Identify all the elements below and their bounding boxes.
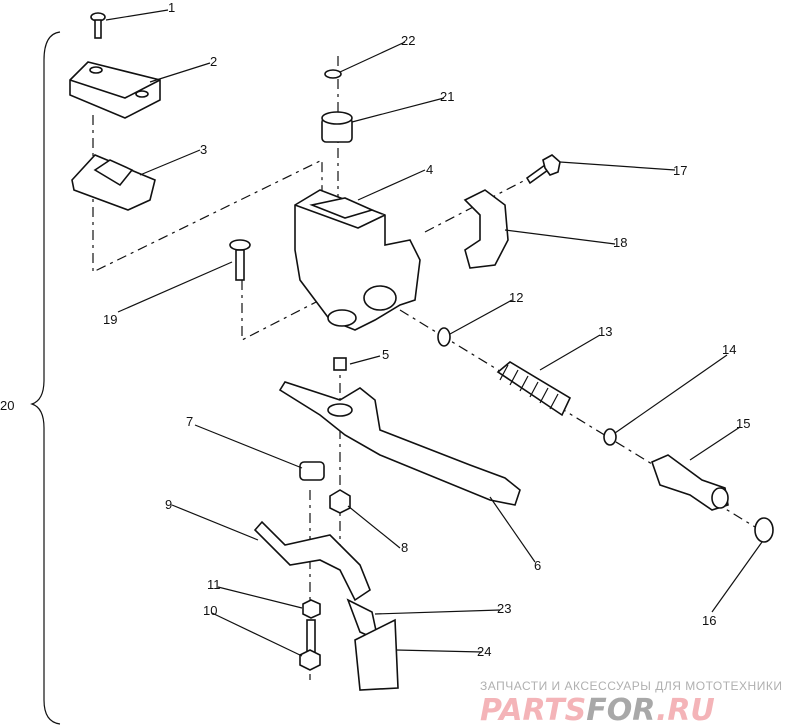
callout-15: 15 <box>736 416 750 431</box>
callout-6: 6 <box>534 558 541 573</box>
callout-11: 11 <box>207 577 221 592</box>
callout-21: 21 <box>440 89 454 104</box>
callout-3: 3 <box>200 142 207 157</box>
callout-1: 1 <box>168 0 175 15</box>
lever-pivot <box>327 403 353 417</box>
bolt-part-17 <box>525 154 561 185</box>
callout-20: 20 <box>0 398 14 413</box>
watermark-logo: PARTSFOR.RU <box>480 693 715 727</box>
screw-part-1 <box>90 12 106 39</box>
brake-lever-part-6 <box>278 381 521 506</box>
callout-8: 8 <box>401 540 408 555</box>
diaphragm-part-3 <box>71 154 156 211</box>
callout-16: 16 <box>702 613 716 628</box>
callout-23: 23 <box>497 601 511 616</box>
callout-2: 2 <box>210 54 217 69</box>
assembly-brace <box>30 31 61 725</box>
pin-part-5 <box>333 357 347 371</box>
bushing-part-7 <box>299 461 325 481</box>
clamp-part-18 <box>463 189 509 269</box>
logo-ru: .RU <box>656 693 715 727</box>
centerline <box>309 56 341 680</box>
callout-14: 14 <box>722 342 736 357</box>
nut-part-11 <box>302 599 321 619</box>
callout-19: 19 <box>103 312 117 327</box>
callout-18: 18 <box>613 235 627 250</box>
bracket-part-9 <box>253 520 371 602</box>
washer-part-22 <box>324 69 342 79</box>
washer-part-12 <box>437 327 451 347</box>
watermark-tagline: ЗАПЧАСТИ И АКСЕССУАРЫ ДЛЯ МОТОТЕХНИКИ <box>480 679 782 693</box>
leader-lines <box>105 9 763 657</box>
logo-for: FOR <box>586 693 656 727</box>
callout-17: 17 <box>673 163 687 178</box>
circlip-part-16 <box>754 517 774 543</box>
nut-part-8 <box>329 489 351 514</box>
watermark: ЗАПЧАСТИ И АКСЕССУАРЫ ДЛЯ МОТОТЕХНИКИ PA… <box>480 679 782 727</box>
reservoir-cap-part-2 <box>69 61 161 119</box>
callout-24: 24 <box>477 644 491 659</box>
boot-part-13 <box>496 361 572 417</box>
cap-part-21 <box>321 111 353 143</box>
callout-4: 4 <box>426 162 433 177</box>
centerline <box>241 280 321 341</box>
callout-9: 9 <box>165 497 172 512</box>
callout-5: 5 <box>382 347 389 362</box>
washer-part-14 <box>603 428 617 446</box>
master-cylinder-body-part-4 <box>294 189 421 331</box>
callout-7: 7 <box>186 414 193 429</box>
plate-part-24 <box>354 618 399 691</box>
piston-part-15 <box>651 454 729 511</box>
callout-13: 13 <box>598 324 612 339</box>
callout-22: 22 <box>401 33 415 48</box>
bolt-part-19 <box>229 239 251 281</box>
callout-10: 10 <box>203 603 217 618</box>
callout-12: 12 <box>509 290 523 305</box>
logo-parts: PARTS <box>480 693 586 727</box>
bolt-part-10 <box>299 619 321 671</box>
